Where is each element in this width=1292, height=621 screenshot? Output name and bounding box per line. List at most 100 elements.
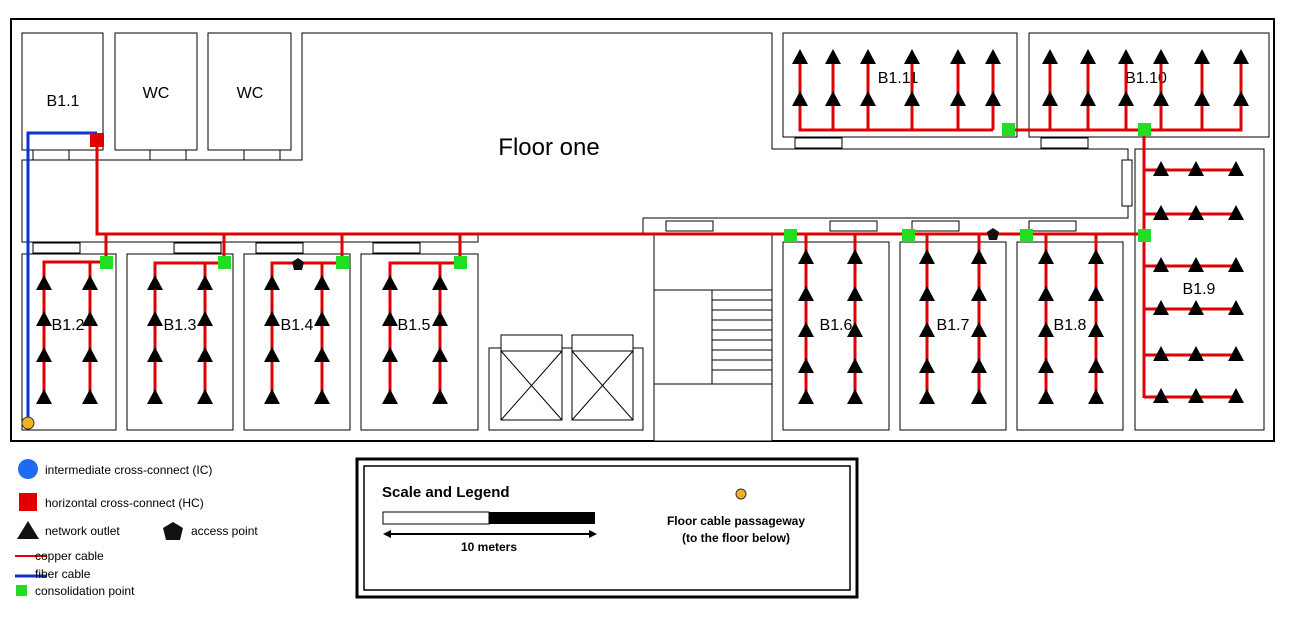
network-outlet	[1228, 257, 1244, 272]
network-outlet	[1233, 91, 1249, 106]
network-outlet	[1188, 257, 1204, 272]
network-outlet	[314, 347, 330, 362]
network-outlet	[792, 91, 808, 106]
room-label-b1-5: B1.5	[398, 317, 431, 334]
network-outlet	[1188, 388, 1204, 403]
network-outlet	[1153, 257, 1169, 272]
network-outlet	[904, 49, 920, 64]
consolidation-point	[100, 256, 113, 269]
legend-outlet: network outlet	[45, 524, 120, 538]
passageway-label-1: Floor cable passageway	[667, 514, 805, 528]
network-outlet	[382, 389, 398, 404]
legend-copper: copper cable	[35, 549, 104, 563]
network-outlet	[147, 275, 163, 290]
network-outlet	[971, 286, 987, 301]
network-outlet	[847, 322, 863, 337]
corridor	[21, 32, 1129, 243]
elevators	[488, 334, 644, 431]
network-outlet	[950, 49, 966, 64]
network-outlet	[798, 249, 814, 264]
network-outlet	[919, 322, 935, 337]
network-outlet	[950, 91, 966, 106]
symbol-legend: intermediate cross-connect (IC) horizont…	[15, 459, 258, 598]
network-outlet	[264, 389, 280, 404]
consolidation-point	[1138, 229, 1151, 242]
cp-symbol	[16, 585, 27, 596]
network-outlet	[1038, 322, 1054, 337]
network-outlet	[1188, 346, 1204, 361]
consolidation-points	[100, 123, 1151, 269]
network-outlet	[1038, 286, 1054, 301]
scale-legend-box: Scale and Legend 10 meters Floor cable p…	[355, 457, 859, 599]
network-outlet	[432, 311, 448, 326]
network-outlet	[432, 347, 448, 362]
network-outlet	[860, 49, 876, 64]
network-outlet	[36, 389, 52, 404]
network-outlet	[860, 91, 876, 106]
network-outlet	[798, 358, 814, 373]
network-outlet	[1233, 49, 1249, 64]
network-outlet	[1038, 249, 1054, 264]
consolidation-point	[1002, 123, 1015, 136]
room-b1-4: B1.4	[243, 253, 351, 431]
network-outlet	[1153, 346, 1169, 361]
network-outlet	[197, 347, 213, 362]
network-outlet	[1228, 346, 1244, 361]
consolidation-point	[454, 256, 467, 269]
network-outlet	[314, 275, 330, 290]
network-outlet	[1153, 300, 1169, 315]
ic-symbol	[18, 459, 38, 479]
ap-symbol	[163, 522, 183, 540]
passageway-label-2: (to the floor below)	[682, 531, 790, 545]
network-outlet	[147, 311, 163, 326]
room-b1-10: B1.10	[1028, 32, 1270, 138]
network-outlet	[919, 358, 935, 373]
network-outlet	[82, 347, 98, 362]
passageway-symbol	[735, 488, 747, 500]
consolidation-point	[784, 229, 797, 242]
network-outlet	[314, 389, 330, 404]
network-outlet	[825, 91, 841, 106]
network-outlet	[798, 286, 814, 301]
floor-title: Floor one	[498, 134, 599, 161]
network-outlet	[1118, 91, 1134, 106]
network-outlet	[82, 389, 98, 404]
scale-length: 10 meters	[461, 540, 517, 554]
network-outlet	[82, 275, 98, 290]
consolidation-point	[336, 256, 349, 269]
network-outlet	[985, 49, 1001, 64]
network-outlet	[971, 322, 987, 337]
consolidation-point	[902, 229, 915, 242]
network-outlet	[985, 91, 1001, 106]
network-outlet	[1038, 389, 1054, 404]
room-label-b1-3: B1.3	[164, 317, 197, 334]
network-outlet	[382, 311, 398, 326]
access-point	[292, 258, 304, 270]
network-outlet	[798, 322, 814, 337]
network-outlet	[971, 358, 987, 373]
network-outlet	[792, 49, 808, 64]
legend-fiber: fiber cable	[35, 567, 91, 581]
network-outlet	[1042, 91, 1058, 106]
network-outlet	[1042, 49, 1058, 64]
room-label-wc-1: WC	[143, 85, 170, 102]
room-label-b1-10: B1.10	[1125, 70, 1167, 87]
network-outlet	[1118, 49, 1134, 64]
network-outlet	[919, 389, 935, 404]
network-outlet	[1188, 300, 1204, 315]
network-outlet	[1088, 389, 1104, 404]
network-outlet	[1194, 49, 1210, 64]
room-label-wc-2: WC	[237, 85, 264, 102]
room-label-b1-4: B1.4	[281, 317, 314, 334]
room-wc-2: WC	[207, 32, 292, 151]
room-b1-9: B1.9	[1134, 148, 1265, 431]
network-outlet	[1088, 322, 1104, 337]
network-outlet	[904, 91, 920, 106]
network-outlet	[264, 347, 280, 362]
room-b1-1: B1.1	[21, 32, 104, 151]
network-outlets	[36, 49, 1249, 404]
network-outlet	[847, 358, 863, 373]
room-b1-7: B1.7	[899, 241, 1007, 431]
network-outlet	[919, 249, 935, 264]
